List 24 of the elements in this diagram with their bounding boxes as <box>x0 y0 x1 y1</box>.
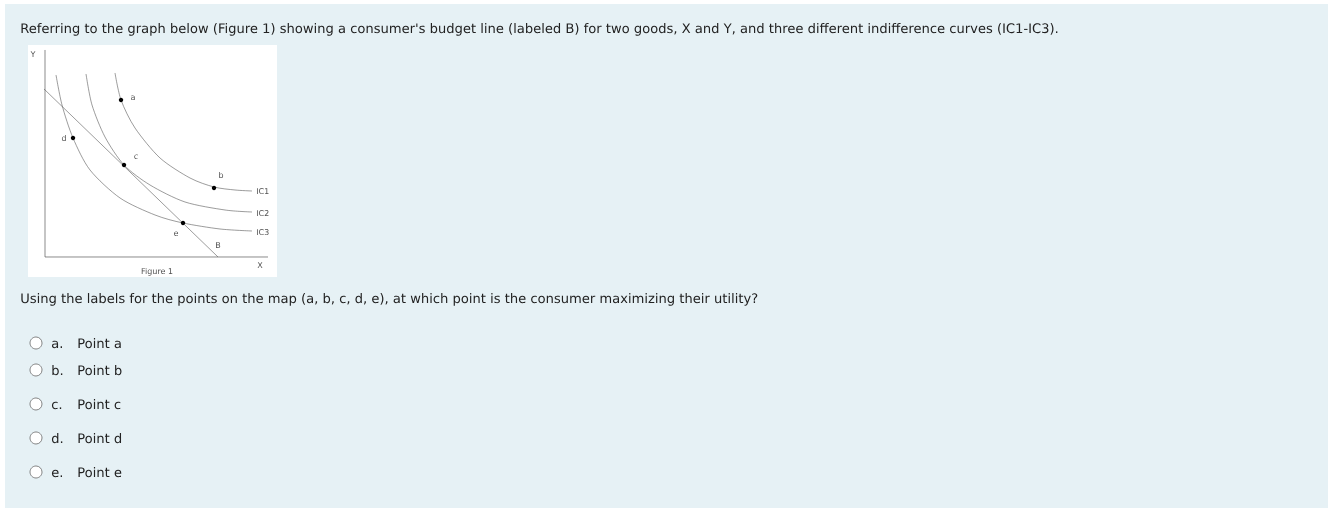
option-letter: c. <box>51 401 62 410</box>
point-label: d <box>61 134 66 142</box>
option-text: Point b <box>78 365 122 376</box>
option-letter: d. <box>51 433 63 444</box>
option-letter: b. <box>52 365 63 376</box>
line-label: B <box>216 242 221 248</box>
option-text: Point c <box>78 399 121 410</box>
question-text: Using the labels for the points on the map (a, b, c, d, e), at which point is the consumer maximizing their utility? <box>21 293 758 306</box>
option-text: Point e <box>78 467 122 478</box>
curve-label: IC3 <box>257 229 269 236</box>
question-text: Referring to the graph below (Figure 1) showing a consumer's budget line (labeled B) for two goods, X and Y, and three different indifference curves (IC1-IC3). <box>21 23 1058 36</box>
point-label: b <box>219 171 224 179</box>
point-label: c <box>134 154 138 160</box>
option-text: Point d <box>78 433 122 444</box>
curve-label: IC1 <box>257 188 269 195</box>
figure-caption: Figure 1 <box>141 267 173 276</box>
point-label: e <box>174 231 179 237</box>
curve-label: IC2 <box>257 210 269 217</box>
option-letter: e. <box>51 469 62 478</box>
axis-label: X <box>257 262 263 268</box>
option-letter: a. <box>52 340 62 349</box>
point-label: a <box>131 95 135 101</box>
axis-label: Y <box>30 51 36 57</box>
option-text: Point a <box>78 338 121 349</box>
